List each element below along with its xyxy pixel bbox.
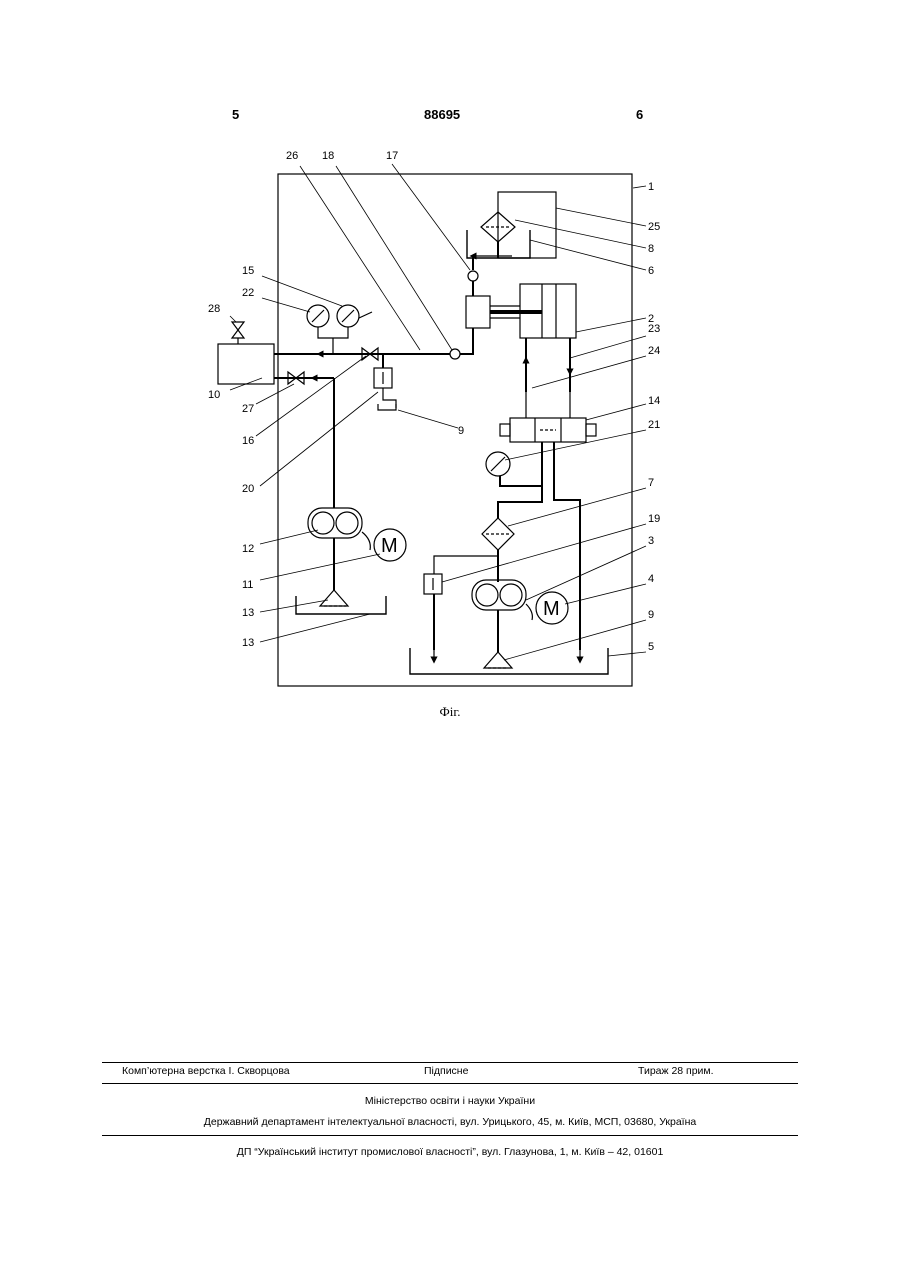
- check-valve-19: [450, 349, 460, 359]
- label-28: 27: [242, 403, 254, 415]
- label-14-visible: 13: [242, 607, 254, 619]
- label-18: 17: [386, 150, 398, 162]
- pump-3: [472, 580, 526, 610]
- motor-4-letter: M: [543, 598, 560, 620]
- motor-11-letter: M: [381, 535, 398, 557]
- label-6: 6: [648, 265, 654, 277]
- frame: [278, 174, 632, 686]
- label-17: 16: [242, 435, 254, 447]
- valve-29: [232, 322, 244, 330]
- label-11: 11: [242, 579, 253, 591]
- label-22: 21: [648, 419, 660, 431]
- check-valve-18: [468, 271, 478, 281]
- accumulator-10: [218, 344, 274, 384]
- label-20: 19: [648, 513, 660, 525]
- filter-9-bottom: [484, 652, 512, 668]
- label-19: 18: [322, 150, 334, 162]
- footer-rule-1: [102, 1062, 798, 1063]
- footer-rule-3: [102, 1135, 798, 1136]
- label-23: 22: [242, 287, 254, 299]
- label-25: 24: [648, 345, 660, 357]
- label-16: 15: [242, 265, 254, 277]
- label-4: 4: [648, 573, 654, 585]
- footer-rule-2: [102, 1083, 798, 1084]
- circulation: Тираж 28 прим.: [638, 1065, 714, 1077]
- ministry: Міністерство освіти і науки України: [102, 1095, 798, 1107]
- label-7: 7: [648, 477, 654, 489]
- institute: ДП “Український інститут промислової вла…: [102, 1146, 798, 1158]
- label-15: 14: [648, 395, 660, 407]
- label-12: 12: [242, 543, 254, 555]
- label-9-top: 9: [458, 425, 464, 437]
- tank-5: [410, 648, 608, 674]
- label-1: 1: [648, 181, 654, 193]
- signed-label: Підписне: [424, 1065, 468, 1077]
- figure-caption: Фіг.: [0, 704, 900, 720]
- label-5: 5: [648, 641, 654, 653]
- typesetter: Комп’ютерна верстка І. Скворцова: [122, 1065, 290, 1077]
- pump-12: [308, 508, 362, 538]
- label-13-visible: 13: [242, 637, 254, 649]
- label-26: 25: [648, 221, 660, 233]
- label-9-bottom: 9: [648, 609, 654, 621]
- label-27: 26: [286, 150, 298, 162]
- label-24: 23: [648, 323, 660, 335]
- tank-box-26: [498, 192, 556, 258]
- cylinder-small: [466, 296, 490, 328]
- label-3: 3: [648, 535, 654, 547]
- filter-14: [320, 590, 348, 606]
- label-10: 10: [208, 389, 220, 401]
- label-29: 28: [208, 303, 220, 315]
- department: Державний департамент інтелектуальної вл…: [102, 1116, 798, 1128]
- hydraulic-schematic: M M 1 25 8 6 2 23 24 14 21 7 19 3 4 9 5 …: [0, 0, 900, 760]
- label-8: 8: [648, 243, 654, 255]
- label-21: 20: [242, 483, 254, 495]
